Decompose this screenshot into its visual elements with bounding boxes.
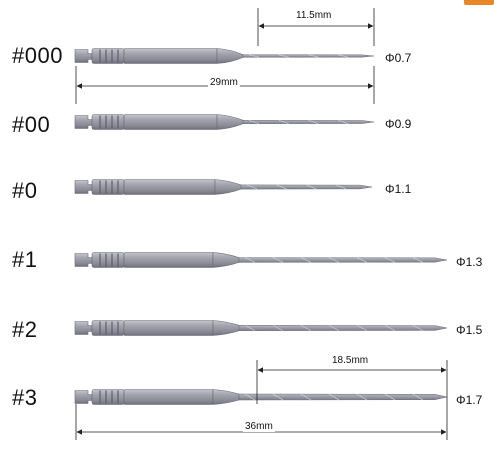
- dim-label-long-tip: 18.5mm: [330, 355, 371, 366]
- size-label-2: #2: [12, 317, 38, 342]
- flute-spiral: [356, 324, 368, 332]
- drill-shank: [123, 320, 214, 336]
- flute-spiral: [244, 324, 256, 332]
- drill-latch: [74, 253, 93, 267]
- drill-3: [74, 179, 373, 195]
- flute-spiral: [306, 184, 317, 190]
- flute-spiral: [412, 257, 424, 263]
- flute-spiral: [338, 119, 349, 125]
- flute-spiral: [300, 324, 312, 332]
- drill-neck: [216, 114, 244, 130]
- drill-flute: [238, 325, 448, 331]
- dim-line-short-tip: [257, 8, 375, 46]
- drill-neck: [216, 48, 244, 64]
- drill-shank: [123, 179, 216, 195]
- dim-label-short-total: 29mm: [208, 77, 240, 88]
- drill-collar: [91, 252, 125, 268]
- drill-collar: [91, 48, 125, 64]
- diameter-label-0: Φ1.1: [385, 182, 412, 196]
- flute-spiral: [244, 257, 256, 263]
- dim-label-short-tip: 11.5mm: [294, 10, 334, 21]
- diameter-label-00: Φ0.9: [385, 117, 412, 131]
- size-label-00: #00: [12, 112, 51, 137]
- corner-badge: [464, 0, 494, 5]
- flute-spiral: [278, 54, 289, 58]
- flute-spiral: [328, 257, 340, 263]
- drill-flute: [240, 184, 373, 190]
- drill-shank: [123, 252, 214, 268]
- drill-1: [74, 48, 375, 64]
- flute-spiral: [412, 324, 424, 332]
- flute-spiral: [300, 393, 312, 401]
- drill-latch: [74, 180, 93, 194]
- flute-spiral: [356, 257, 368, 263]
- flute-spiral: [248, 54, 260, 58]
- dim-line-long-total: [75, 404, 448, 440]
- flute-spiral: [248, 119, 260, 125]
- flute-spiral: [336, 184, 347, 190]
- dim-line-long-tip: [256, 360, 448, 404]
- drill-neck: [214, 179, 242, 195]
- drill-neck: [212, 320, 240, 336]
- size-label-000: #000: [12, 43, 63, 68]
- flute-spiral: [300, 257, 312, 263]
- flute-spiral: [276, 184, 287, 190]
- drill-4: [74, 252, 448, 268]
- flute-spiral: [328, 324, 340, 332]
- drill-shank: [123, 48, 218, 64]
- drill-latch: [74, 49, 93, 63]
- drill-2: [74, 114, 375, 130]
- drill-6: [74, 389, 448, 405]
- drill-neck: [212, 389, 240, 405]
- drill-shank: [123, 389, 214, 405]
- flute-spiral: [328, 393, 340, 401]
- size-label-0: #0: [12, 178, 38, 203]
- drill-latch: [74, 390, 93, 404]
- flute-spiral: [384, 324, 396, 332]
- size-label-3: #3: [12, 385, 38, 410]
- drill-flute: [242, 120, 375, 124]
- flute-spiral: [338, 54, 349, 58]
- drill-5: [74, 320, 448, 336]
- drill-collar: [91, 389, 125, 405]
- flute-spiral: [278, 119, 289, 125]
- diameter-label-3: Φ1.7: [456, 393, 483, 407]
- drill-neck: [212, 252, 240, 268]
- drill-collar: [91, 114, 125, 130]
- flute-spiral: [384, 393, 396, 401]
- diameter-label-2: Φ1.5: [456, 323, 483, 337]
- diameter-label-000: Φ0.7: [385, 51, 412, 65]
- flute-spiral: [308, 119, 319, 125]
- drill-flute: [238, 257, 448, 263]
- flute-spiral: [412, 393, 424, 401]
- drill-shank: [123, 114, 218, 130]
- flute-spiral: [272, 324, 284, 332]
- drill-latch: [74, 321, 93, 335]
- diameter-label-1: Φ1.3: [456, 255, 483, 269]
- drill-latch: [74, 115, 93, 129]
- dim-label-long-total: 36mm: [243, 421, 275, 432]
- flute-spiral: [244, 393, 256, 401]
- drill-flute: [238, 393, 448, 401]
- drill-collar: [91, 320, 125, 336]
- flute-spiral: [272, 257, 284, 263]
- flute-spiral: [246, 184, 258, 190]
- flute-spiral: [356, 393, 368, 401]
- drill-collar: [91, 179, 125, 195]
- flute-spiral: [384, 257, 396, 263]
- flute-spiral: [308, 54, 319, 58]
- flute-spiral: [272, 393, 284, 401]
- size-label-1: #1: [12, 247, 38, 272]
